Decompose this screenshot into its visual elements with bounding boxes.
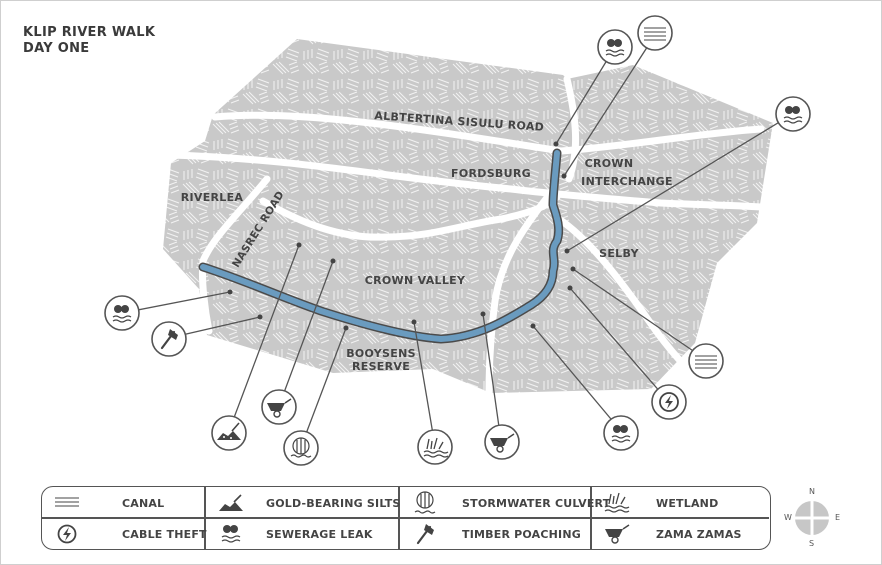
nasrec-road	[198, 175, 271, 335]
legend-label-sewerage-leak: SEWERAGE LEAK	[266, 527, 373, 541]
wetland-icon	[423, 437, 449, 458]
stormwater-culvert-icon	[290, 437, 312, 458]
albertina-sisulu-road	[211, 111, 765, 155]
canal-icon	[42, 496, 92, 510]
label-interchange: INTERCHANGE	[581, 175, 673, 188]
callout-canal-north[interactable]	[637, 15, 673, 51]
callout-sewerage-west[interactable]	[104, 295, 140, 331]
legend-label-stormwater-culvert: STORMWATER CULVERT	[462, 496, 611, 510]
label-riverlea: RIVERLEA	[181, 191, 244, 204]
sewerage-icon	[611, 425, 631, 443]
wheelbarrow-icon	[267, 398, 292, 418]
legend-row-divider	[42, 517, 769, 519]
legend-label-canal: CANAL	[122, 496, 165, 510]
wheelbarrow-icon	[490, 433, 515, 453]
wheelbarrow-icon	[592, 524, 642, 544]
compass-rose: N S E W	[783, 485, 845, 551]
label-crown: CROWN	[585, 157, 634, 170]
sewerage-icon	[783, 106, 803, 124]
axe-icon	[160, 329, 178, 350]
road-east-west	[167, 151, 765, 211]
callout-canal-east[interactable]	[688, 343, 724, 379]
legend-item-timber-poaching: TIMBER POACHING	[400, 519, 581, 549]
map-title: KLIP RIVER WALK DAY ONE	[23, 25, 155, 57]
compass-west: W	[784, 513, 792, 522]
legend-item-canal: CANAL	[42, 488, 164, 518]
label-booysens: BOOYSENS	[346, 347, 416, 360]
cable-theft-icon	[42, 523, 92, 545]
legend: CANAL CABLE THEFT GOLD-BEARING SILTS SEW…	[41, 486, 771, 550]
legend-divider	[204, 487, 206, 549]
wetland-icon	[592, 492, 642, 514]
canal-icon	[644, 27, 666, 41]
roads	[167, 75, 765, 397]
title-line-1: KLIP RIVER WALK	[23, 25, 156, 40]
legend-divider	[590, 487, 592, 549]
gold-bearing-silts-icon	[206, 494, 256, 512]
legend-item-zama-zamas: ZAMA ZAMAS	[592, 519, 742, 549]
callout-lines	[121, 34, 792, 448]
callout-sewerage-south[interactable]	[603, 415, 639, 451]
cable-theft-icon	[659, 392, 679, 412]
road-north	[563, 75, 580, 183]
label-selby: SELBY	[599, 247, 639, 260]
sewerage-icon	[605, 39, 625, 57]
callout-gold-bearing-silts[interactable]	[211, 415, 247, 451]
canal-icon	[695, 355, 717, 369]
legend-item-stormwater-culvert: STORMWATER CULVERT	[400, 488, 610, 518]
land-area	[163, 39, 773, 393]
legend-label-cable-theft: CABLE THEFT	[122, 527, 207, 541]
callout-points	[227, 141, 576, 331]
axe-icon	[400, 523, 450, 545]
legend-divider	[398, 487, 400, 549]
legend-label-wetland: WETLAND	[656, 496, 719, 510]
compass-icon	[793, 499, 831, 537]
road-selby	[555, 215, 705, 385]
callout-sewerage-east[interactable]	[775, 96, 811, 132]
gold-bearing-silts-icon	[217, 422, 241, 440]
label-fordsburg: FORDSBURG	[451, 167, 531, 180]
label-crown-valley: CROWN VALLEY	[365, 274, 466, 287]
callout-sewerage-north[interactable]	[597, 29, 633, 65]
label-reserve: RESERVE	[352, 360, 410, 373]
compass-south: S	[809, 539, 815, 548]
legend-item-gold-bearing-silts: GOLD-BEARING SILTS	[206, 488, 401, 518]
legend-label-zama-zamas: ZAMA ZAMAS	[656, 527, 742, 541]
compass-east: E	[835, 513, 841, 522]
legend-item-cable-theft: CABLE THEFT	[42, 519, 207, 549]
legend-item-wetland: WETLAND	[592, 488, 718, 518]
sewerage-icon	[112, 305, 132, 323]
stormwater-culvert-icon	[400, 491, 450, 515]
map: ALBTERTINA SISULU ROAD FORDSBURG CROWN I…	[104, 15, 811, 466]
compass-north: N	[809, 487, 815, 496]
legend-label-timber-poaching: TIMBER POACHING	[462, 527, 581, 541]
legend-item-sewerage-leak: SEWERAGE LEAK	[206, 519, 373, 549]
road-crown-valley	[259, 193, 561, 241]
sewerage-icon	[206, 523, 256, 545]
legend-label-gold-bearing-silts: GOLD-BEARING SILTS	[266, 496, 401, 510]
title-line-2: DAY ONE	[23, 41, 90, 56]
